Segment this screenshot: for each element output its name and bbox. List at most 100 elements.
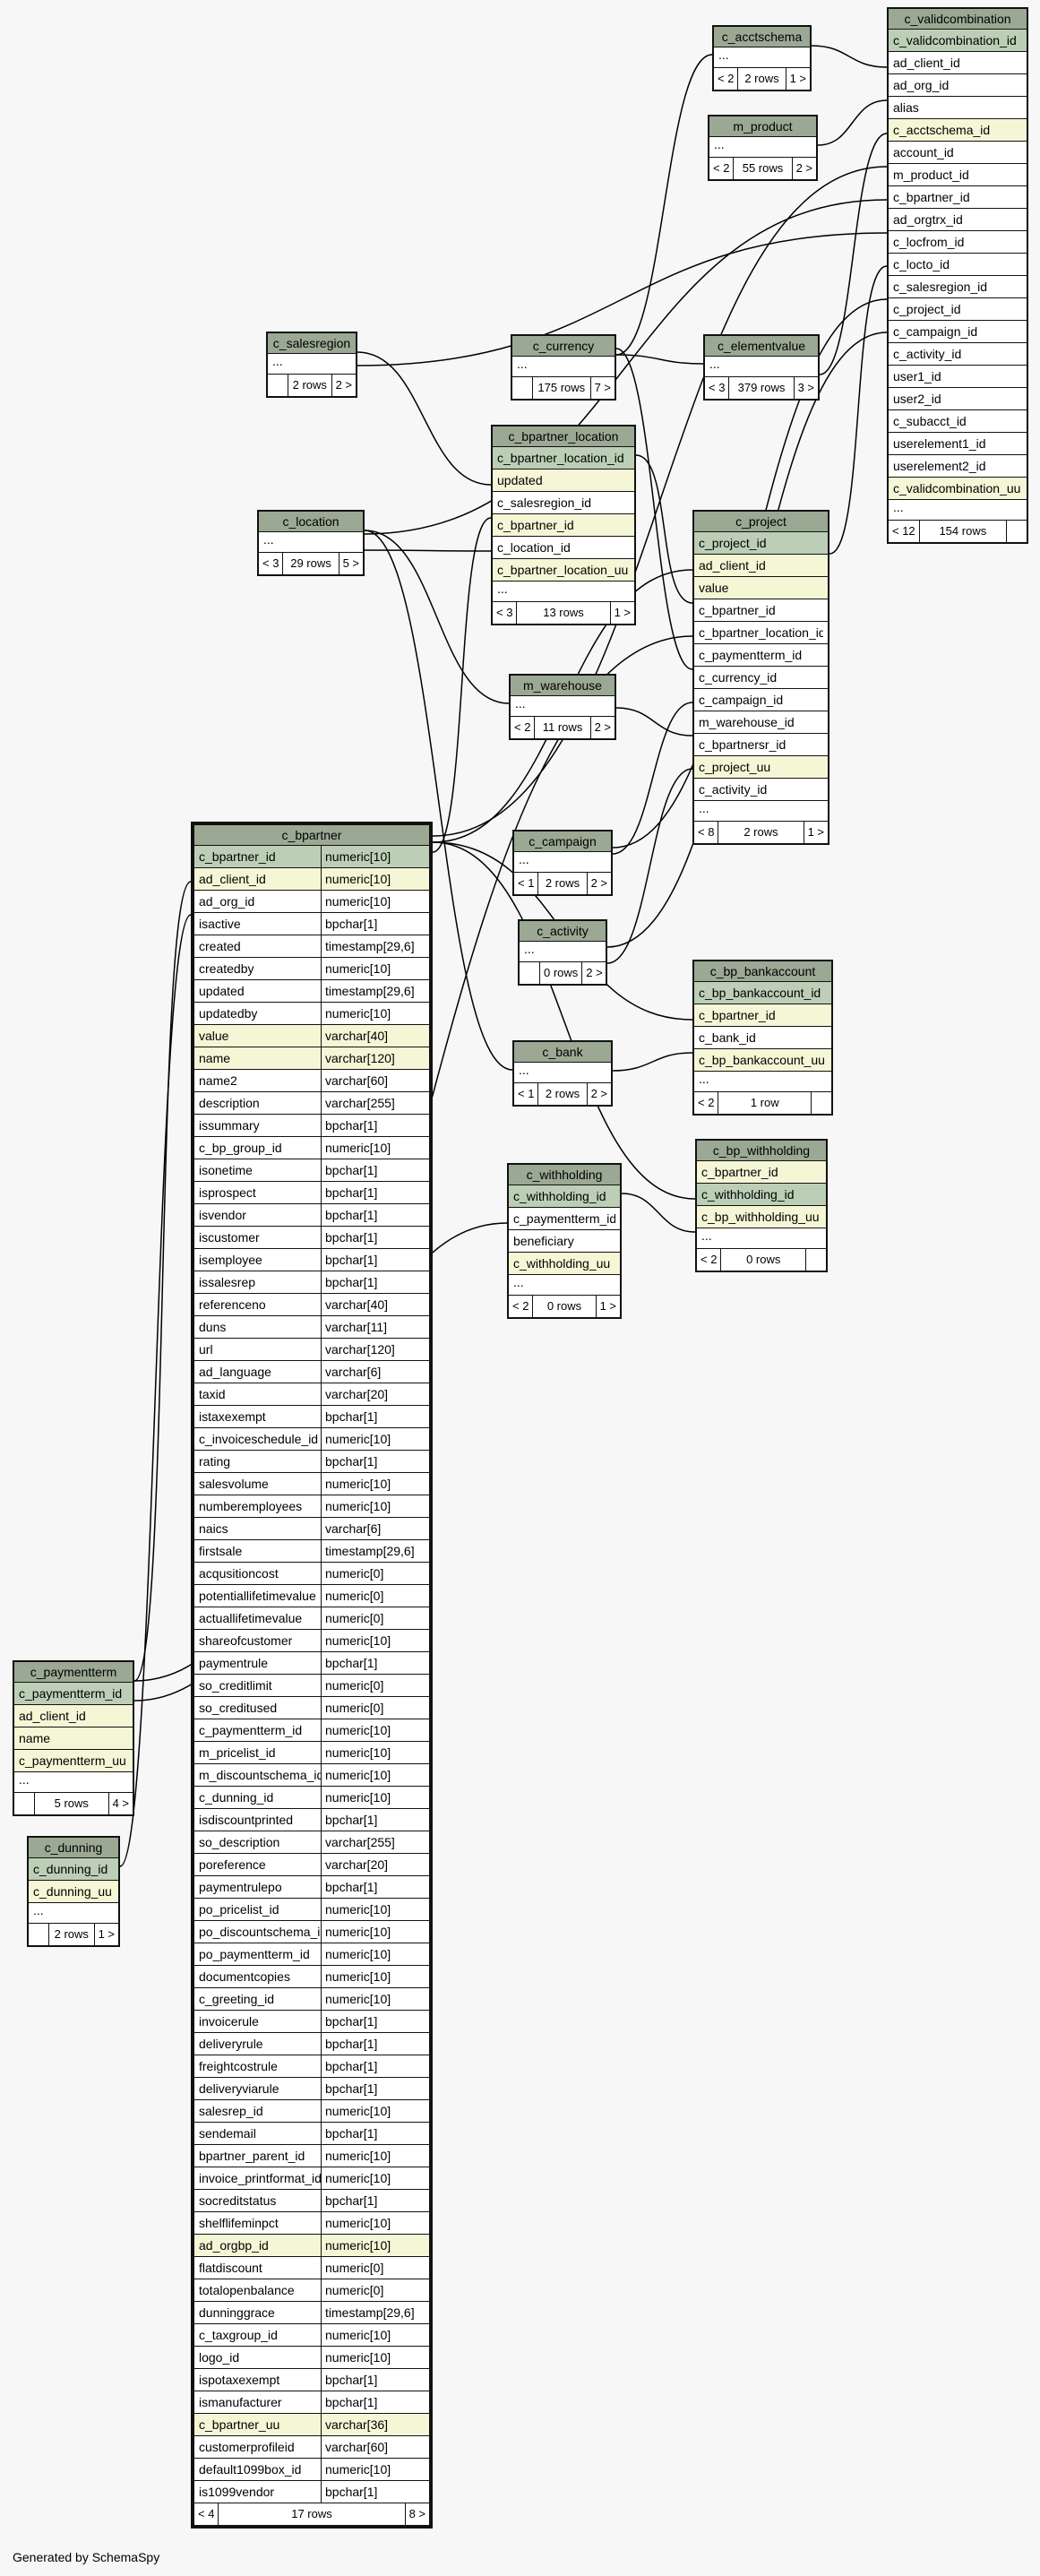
parents-link[interactable]: < 2 [697,1249,722,1271]
column-row[interactable]: c_currency_id [694,667,828,689]
children-link[interactable]: 7 > [589,377,615,399]
parents-link[interactable]: < 2 [694,1092,719,1114]
table-title[interactable]: m_product [709,116,816,137]
parents-link[interactable] [512,377,533,399]
parents-link[interactable] [14,1793,35,1814]
column-row[interactable]: alias [889,97,1027,119]
column-row[interactable]: c_salesregion_id [493,492,634,514]
column-row[interactable]: c_bpartnersr_id [694,734,828,756]
more-columns[interactable]: ... [889,500,1027,521]
column-row[interactable]: c_project_id [889,298,1027,321]
more-columns[interactable]: ... [514,852,611,873]
column-row[interactable]: value [694,577,828,599]
column-row[interactable]: updated [493,470,634,492]
more-columns[interactable]: ... [259,532,363,553]
table-title[interactable]: c_bpartner_location [493,426,634,447]
children-link[interactable]: 1 > [93,1924,118,1945]
table-title[interactable]: c_elementvalue [705,336,818,357]
parents-link[interactable]: < 4 [194,2503,219,2525]
parents-link[interactable]: < 2 [714,68,739,90]
children-link[interactable] [811,1092,831,1114]
column-row[interactable]: c_activity_id [889,343,1027,366]
children-link[interactable]: 1 > [785,68,810,90]
column-row[interactable]: ad_org_id [889,74,1027,97]
parents-link[interactable]: < 3 [493,602,518,624]
children-link[interactable]: 4 > [107,1793,133,1814]
column-row[interactable]: c_project_uu [694,756,828,779]
column-row[interactable]: c_subacct_id [889,410,1027,433]
parents-link[interactable]: < 12 [889,521,920,542]
column-row[interactable]: c_bpartner_id [493,514,634,537]
more-columns[interactable]: ... [14,1772,133,1793]
children-link[interactable]: 1 > [595,1296,620,1317]
column-row[interactable]: c_bp_bankaccount_id [694,982,831,1004]
column-row[interactable]: c_bpartner_id [694,599,828,622]
table-title[interactable]: c_bp_bankaccount [694,961,831,982]
more-columns[interactable]: ... [694,801,828,822]
column-row[interactable]: c_withholding_uu [509,1253,620,1275]
parents-link[interactable]: < 3 [259,553,284,574]
more-columns[interactable]: ... [514,1063,611,1083]
column-row[interactable]: c_bpartner_location_id [694,622,828,644]
children-link[interactable]: 2 > [331,375,356,396]
children-link[interactable] [805,1249,826,1271]
children-link[interactable]: 2 > [586,1083,611,1105]
column-row[interactable]: c_bpartner_location_id [493,447,634,470]
table-title[interactable]: c_project [694,512,828,532]
parents-link[interactable]: < 1 [514,873,539,894]
column-row[interactable]: c_project_id [694,532,828,555]
column-row[interactable]: c_bp_bankaccount_uu [694,1049,831,1072]
column-row[interactable]: c_paymentterm_uu [14,1750,133,1772]
table-title[interactable]: c_bpartner [194,825,429,846]
column-row[interactable]: ad_client_id [694,555,828,577]
more-columns[interactable]: ... [520,942,606,962]
column-row[interactable]: c_bpartner_id [889,186,1027,209]
table-title[interactable]: c_campaign [514,831,611,852]
table-title[interactable]: c_bp_withholding [697,1141,826,1161]
parents-link[interactable]: < 1 [514,1083,539,1105]
column-row[interactable]: c_acctschema_id [889,119,1027,142]
